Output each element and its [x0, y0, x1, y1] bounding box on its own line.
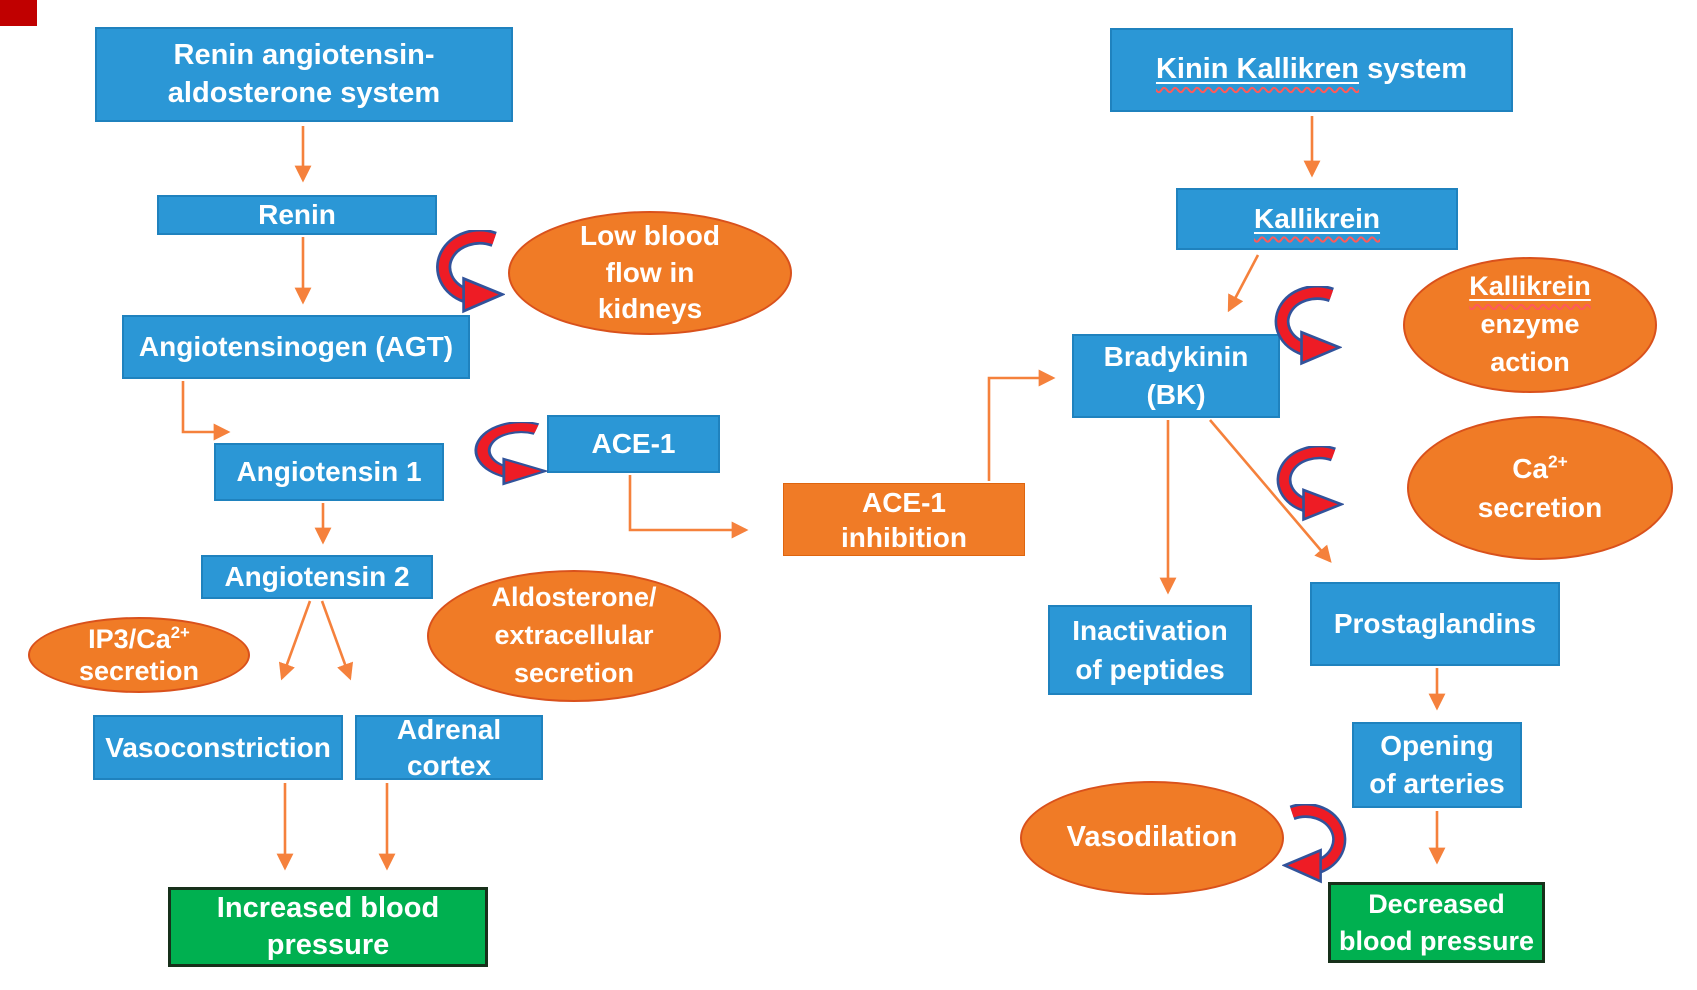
ip3-line1: IP3/Ca2+ — [88, 623, 190, 655]
agt-label: Angiotensinogen (AGT) — [138, 331, 454, 363]
bradykinin-line1: Bradykinin — [1103, 341, 1249, 373]
inactivation-line1: Inactivation — [1072, 614, 1228, 646]
raas-title-line2: aldosterone system — [167, 76, 441, 109]
aldosterone-line3: secretion — [513, 657, 635, 688]
ip3-base-text: IP3/Ca — [88, 623, 171, 654]
ca-base-text: Ca — [1512, 452, 1548, 484]
low-flow-line3: kidneys — [597, 293, 703, 325]
node-increased-blood-pressure: Increased blood pressure — [168, 887, 488, 967]
ellipse-kallikrein-enzyme-action: Kallikrein enzyme action — [1403, 257, 1657, 393]
node-prostaglandins: Prostaglandins — [1310, 582, 1560, 666]
kallikrein-label: Kallikrein — [1253, 203, 1381, 235]
raas-title-line1: Renin angiotensin- — [173, 39, 435, 72]
arrow-ang2-to-vasoconstriction — [278, 600, 312, 681]
ellipse-aldosterone-secretion: Aldosterone/ extracellular secretion — [427, 570, 721, 702]
node-renin: Renin — [157, 195, 437, 235]
node-kallikrein: Kallikrein — [1176, 188, 1458, 250]
increased-bp-line1: Increased blood — [216, 891, 440, 924]
arrow-inhibition-to-bradykinin — [987, 369, 1056, 481]
node-ace1: ACE-1 — [547, 415, 720, 473]
corner-red-shape — [0, 0, 37, 26]
angiotensin2-label: Angiotensin 2 — [224, 561, 410, 593]
ca-superscript: 2+ — [1548, 451, 1568, 472]
kallikrein-action-line1: Kallikrein — [1469, 268, 1591, 306]
node-angiotensinogen: Angiotensinogen (AGT) — [122, 315, 470, 379]
node-raas-title: Renin angiotensin- aldosterone system — [95, 27, 513, 122]
inactivation-line2: of peptides — [1075, 654, 1225, 685]
ip3-superscript: 2+ — [170, 622, 190, 642]
arrow-agt-to-ang1 — [181, 381, 231, 441]
prostaglandins-label: Prostaglandins — [1333, 608, 1537, 640]
node-vasoconstriction: Vasoconstriction — [93, 715, 343, 780]
kallikrein-action-underlined: Kallikrein — [1469, 271, 1591, 302]
curved-arrow-ang1-ace1-icon — [474, 422, 548, 486]
decreased-bp-line2: blood pressure — [1338, 925, 1535, 956]
node-decreased-blood-pressure: Decreased blood pressure — [1328, 882, 1545, 963]
ace1-label: ACE-1 — [591, 428, 676, 460]
aldosterone-line2: extracellular — [494, 620, 654, 651]
kinin-title-line: Kinin Kallikren system — [1156, 51, 1467, 88]
node-adrenal-cortex: Adrenal cortex — [355, 714, 543, 781]
ellipse-vasodilation: Vasodilation — [1020, 781, 1284, 895]
bradykinin-line2: (BK) — [1146, 379, 1206, 410]
aldosterone-line1: Aldosterone/ — [491, 582, 657, 613]
angiotensin1-label: Angiotensin 1 — [236, 456, 422, 488]
ace1-inhibition-line1: ACE-1 — [861, 486, 946, 518]
node-angiotensin-1: Angiotensin 1 — [214, 443, 444, 501]
low-flow-line2: flow in — [605, 256, 695, 288]
kinin-title-underlined: Kinin Kallikren — [1155, 53, 1360, 86]
node-inactivation-of-peptides: Inactivation of peptides — [1048, 605, 1252, 695]
curved-arrow-vasodilation-icon — [1282, 804, 1347, 884]
ace1-inhibition-line2: inhibition — [841, 521, 967, 553]
opening-line1: Opening — [1380, 730, 1494, 762]
ip3-line2: secretion — [78, 656, 200, 686]
low-flow-line1: Low blood — [580, 219, 720, 251]
ellipse-ip3-ca-secretion: IP3/Ca2+ secretion — [28, 617, 250, 693]
renin-label: Renin — [258, 199, 336, 231]
curved-arrow-ca-secretion-icon — [1276, 446, 1344, 522]
kallikrein-action-line3: action — [1490, 346, 1570, 377]
increased-bp-line2: pressure — [266, 929, 390, 961]
node-ace1-inhibition: ACE-1 inhibition — [783, 483, 1025, 556]
ellipse-low-blood-flow: Low blood flow in kidneys — [508, 211, 792, 335]
curved-arrow-renin-lowflow-icon — [436, 230, 505, 314]
node-angiotensin-2: Angiotensin 2 — [201, 555, 433, 599]
opening-line2: of arteries — [1369, 768, 1505, 799]
ca-secretion-line1: Ca2+ — [1512, 449, 1568, 488]
ca-secretion-line2: secretion — [1477, 492, 1603, 523]
kinin-title-rest: system — [1359, 53, 1468, 86]
node-bradykinin: Bradykinin (BK) — [1072, 334, 1280, 418]
vasoconstriction-label: Vasoconstriction — [105, 731, 331, 763]
node-kinin-kallikren-title: Kinin Kallikren system — [1110, 28, 1513, 112]
curved-arrow-bradykinin-kallikrein-action-icon — [1274, 286, 1342, 366]
node-opening-of-arteries: Opening of arteries — [1352, 722, 1522, 808]
arrow-ace1-to-inhibition — [628, 475, 749, 539]
adrenal-cortex-label: Adrenal cortex — [396, 713, 502, 781]
decreased-bp-line1: Decreased — [1368, 889, 1505, 920]
kallikrein-action-line2: enzyme — [1480, 309, 1580, 340]
arrow-ang2-to-adrenal — [320, 600, 354, 681]
ellipse-ca-secretion: Ca2+ secretion — [1407, 416, 1673, 560]
vasodilation-label: Vasodilation — [1066, 821, 1238, 854]
